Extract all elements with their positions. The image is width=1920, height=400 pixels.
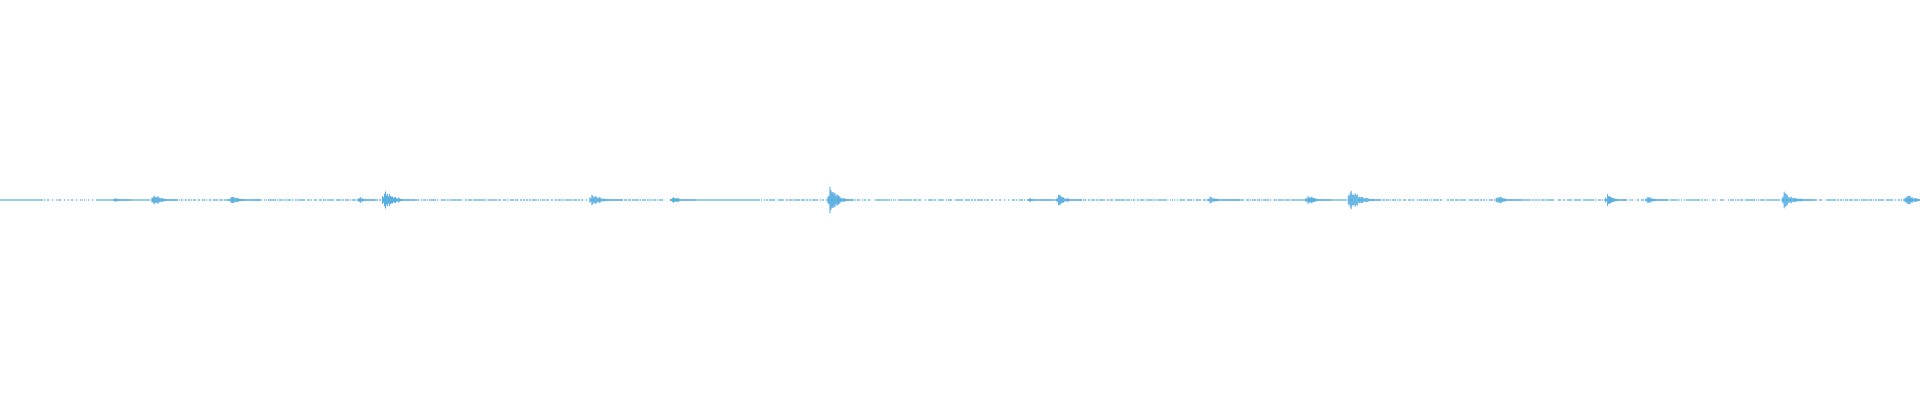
waveform-trace xyxy=(0,186,1920,214)
